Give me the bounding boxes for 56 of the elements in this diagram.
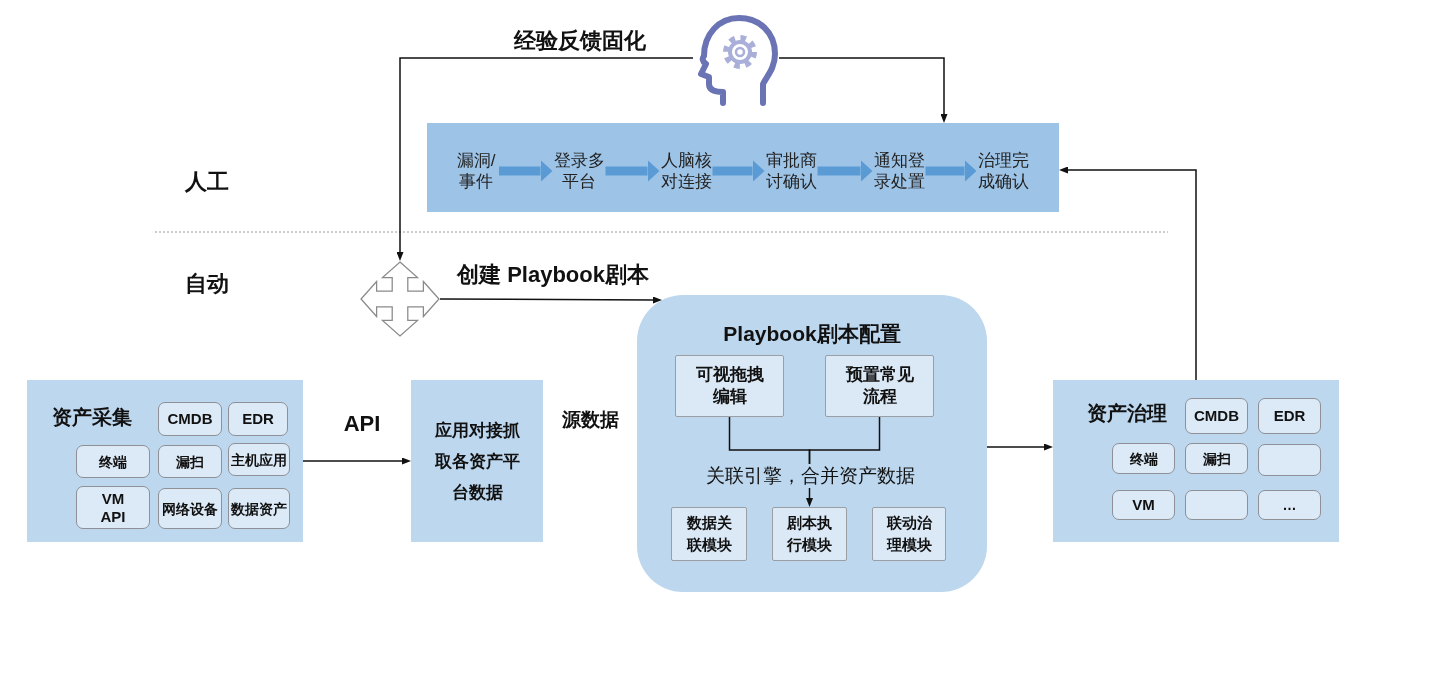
group-panel <box>27 380 303 542</box>
group-panel <box>1053 380 1339 542</box>
arrow <box>302 457 411 465</box>
edge-label: 创建 Playbook剧本 <box>457 261 649 289</box>
block-arrow <box>605 160 660 182</box>
tag-box <box>1258 444 1321 476</box>
tag-box: VM <box>1112 490 1175 520</box>
step-label: 漏洞/事件 <box>453 150 499 192</box>
tag-box: … <box>1258 490 1321 520</box>
arrow <box>396 57 694 261</box>
step-label: 治理完成确认 <box>976 150 1030 192</box>
tag-box: EDR <box>228 402 288 436</box>
arrow <box>1059 166 1197 381</box>
edge-label: 经验反馈固化 <box>514 27 646 55</box>
four-way-arrow-icon <box>360 261 440 337</box>
arrow <box>439 296 662 304</box>
arrow <box>986 443 1053 451</box>
panel-title: 资产采集 <box>52 405 132 429</box>
flow-label: 源数据 <box>561 408 619 432</box>
edge-label: API <box>343 410 381 438</box>
module-box: 可视拖拽编辑 <box>675 355 784 417</box>
tag-box: 主机应用 <box>228 443 290 476</box>
arrow <box>778 57 948 123</box>
tag-box: 数据资产 <box>228 488 290 529</box>
tag-box: 终端 <box>1112 443 1175 474</box>
step-label: 人脑核对连接 <box>659 150 713 192</box>
tag-box: VM API <box>76 486 150 529</box>
rounded-panel <box>637 295 987 592</box>
block-arrow <box>499 160 553 182</box>
module-box: 剧本执行模块 <box>772 507 847 561</box>
tag-box: CMDB <box>1185 398 1248 434</box>
process-text: 关联引擎，合并资产数据 <box>685 464 935 488</box>
tag-box: 网络设备 <box>158 488 222 529</box>
tag-box: CMDB <box>158 402 222 436</box>
block-arrow <box>817 160 873 182</box>
module-box: 预置常见流程 <box>825 355 934 417</box>
step-label: 登录多平台 <box>552 150 606 192</box>
section-label: 人工 <box>185 168 229 196</box>
arrow <box>806 487 813 507</box>
section-label: 自动 <box>185 270 229 298</box>
tag-box: 漏扫 <box>158 445 222 478</box>
module-box: 联动治理模块 <box>872 507 946 561</box>
block-arrow <box>925 160 977 182</box>
tag-box: EDR <box>1258 398 1321 434</box>
process-box: 应用对接抓取各资产平台数据 <box>411 380 543 542</box>
connector-line <box>808 416 881 465</box>
panel-title: Playbook剧本配置 <box>723 321 901 347</box>
tag-box <box>1185 490 1248 520</box>
module-box: 数据关联模块 <box>671 507 747 561</box>
panel-title: 资产治理 <box>1087 401 1167 425</box>
process-band <box>427 123 1059 212</box>
step-label: 通知登录处置 <box>872 150 926 192</box>
step-label: 审批商讨确认 <box>764 150 818 192</box>
block-arrow <box>712 160 765 182</box>
tag-box: 终端 <box>76 445 150 478</box>
tag-box: 漏扫 <box>1185 443 1248 474</box>
